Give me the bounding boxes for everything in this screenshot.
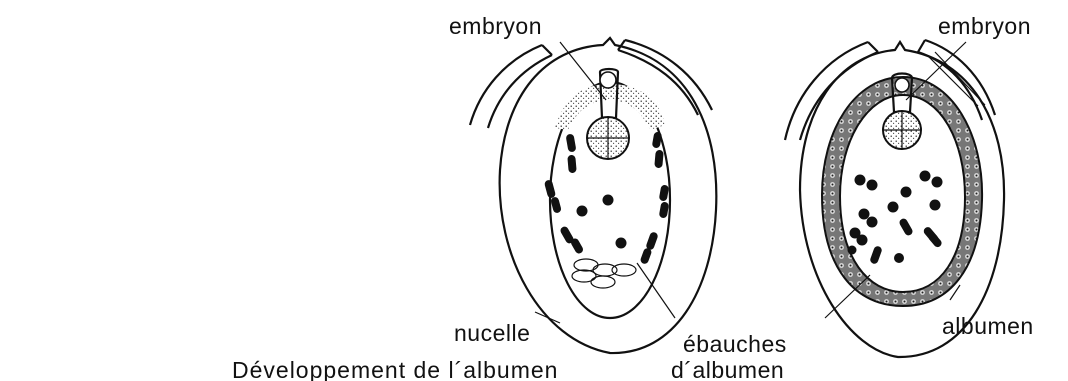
left-ovule	[470, 38, 716, 353]
label-d-albumen: d´albumen	[671, 357, 784, 381]
label-albumen: albumen	[942, 313, 1034, 339]
left-primordia-leader	[637, 263, 675, 318]
left-antipodal-cells	[572, 259, 636, 288]
label-nucelle: nucelle	[454, 320, 530, 346]
figure-caption: Développement de l´albumen	[232, 357, 558, 381]
left-outer-integument-left	[470, 45, 542, 125]
left-nucellus-leader	[535, 312, 560, 323]
label-ebauches: ébauches	[683, 331, 787, 357]
right-ovule	[785, 40, 1004, 357]
left-label-embryon: embryon	[449, 13, 542, 39]
right-label-embryon: embryon	[938, 13, 1031, 39]
left-outer-integument-left-inner	[488, 55, 552, 128]
right-free-nuclei	[848, 171, 944, 265]
